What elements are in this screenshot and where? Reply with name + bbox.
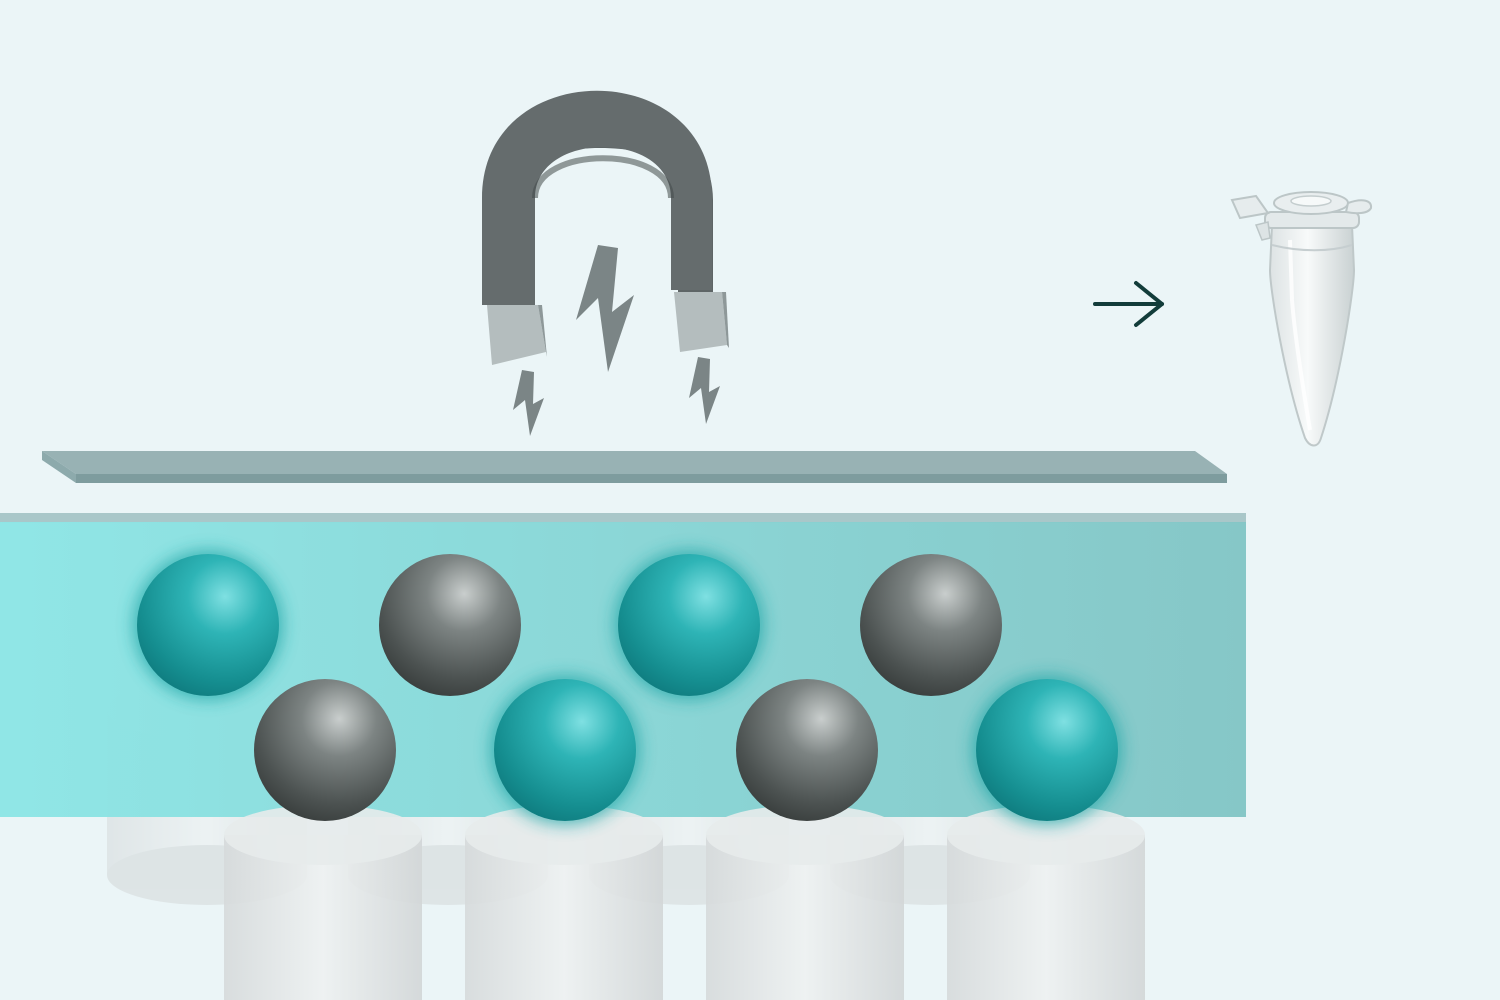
separator-plate (42, 451, 1227, 483)
teal-bead (614, 550, 764, 700)
teal-bead (972, 675, 1122, 825)
liquid-surface (0, 513, 1246, 523)
grey-bead (736, 679, 878, 821)
pillar (706, 805, 904, 1000)
teal-bead (490, 675, 640, 825)
teal-bead (133, 550, 283, 700)
pillar (465, 805, 663, 1000)
pillar (947, 805, 1145, 1000)
grey-bead (254, 679, 396, 821)
grey-bead (860, 554, 1002, 696)
pillar (224, 805, 422, 1000)
grey-bead (379, 554, 521, 696)
